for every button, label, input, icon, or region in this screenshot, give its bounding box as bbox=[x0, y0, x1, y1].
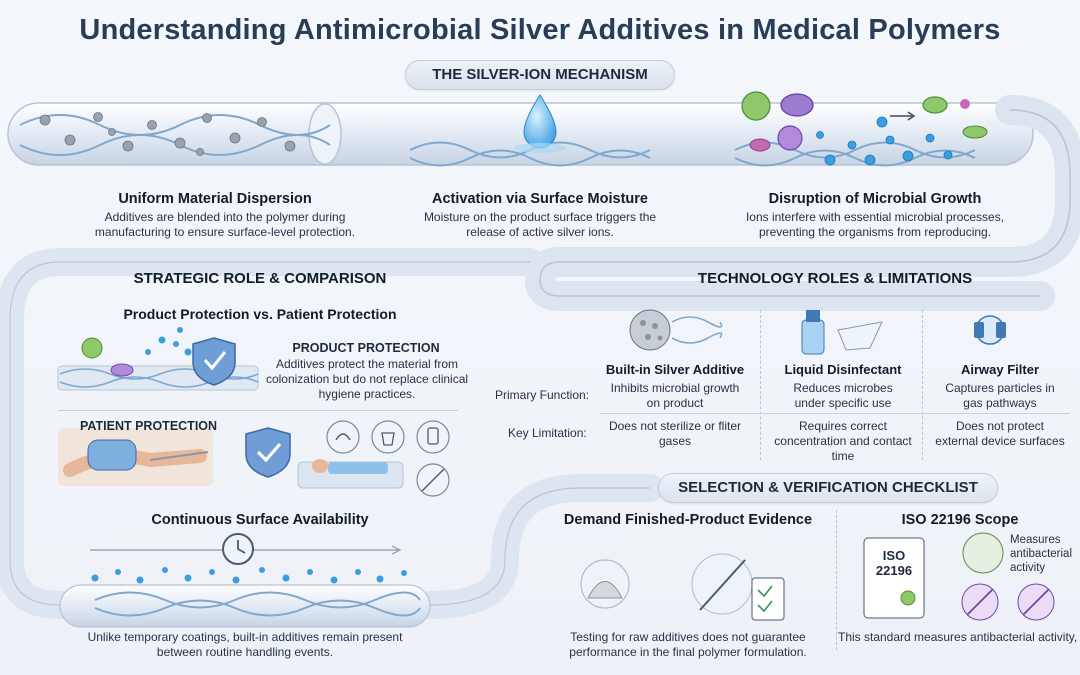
product-protection-title: PRODUCT PROTECTION bbox=[292, 341, 440, 355]
product-protection-text: Additives protect the material from colo… bbox=[265, 357, 469, 401]
strategic-header: STRATEGIC ROLE & COMPARISON bbox=[133, 270, 387, 287]
tech-primary-silver: Inhibits microbial growth on product bbox=[610, 381, 740, 410]
tech-limit-filter: Does not protect external device surface… bbox=[935, 419, 1065, 448]
patient-protection-title: PATIENT PROTECTION bbox=[80, 419, 218, 433]
tech-primary-filter: Captures particles in gas pathways bbox=[945, 381, 1055, 410]
tech-name-disinfectant: Liquid Disinfectant bbox=[784, 362, 902, 377]
iso-measures-text: Measures antibacterial activity bbox=[1010, 534, 1073, 574]
step-text-dispersion: Additives are blended into the polymer d… bbox=[94, 210, 356, 239]
row-label-primary: Primary Function: bbox=[495, 388, 590, 402]
column-divider bbox=[922, 310, 923, 460]
iso-text: This standard measures antibacterial act… bbox=[838, 630, 1080, 644]
technology-header: TECHNOLOGY ROLES & LIMITATIONS bbox=[697, 270, 973, 287]
checklist-header: SELECTION & VERIFICATION CHECKLIST bbox=[658, 473, 998, 503]
tech-name-filter: Airway Filter bbox=[960, 362, 1040, 377]
continuous-text: Unlike temporary coatings, built-in addi… bbox=[87, 630, 403, 659]
divider bbox=[58, 410, 458, 411]
continuous-title: Continuous Surface Availability bbox=[151, 512, 369, 528]
column-divider bbox=[760, 310, 761, 460]
strategic-subheader: Product Protection vs. Patient Protectio… bbox=[123, 306, 397, 322]
evidence-text: Testing for raw additives does not guara… bbox=[569, 630, 807, 659]
column-divider bbox=[836, 510, 837, 650]
step-text-activation: Moisture on the product surface triggers… bbox=[423, 210, 657, 239]
evidence-title: Demand Finished-Product Evidence bbox=[563, 512, 813, 528]
tech-limit-silver: Does not sterilize or fliter gases bbox=[608, 419, 742, 448]
tech-name-silver: Built-in Silver Additive bbox=[605, 362, 745, 377]
row-label-limitation: Key Limitation: bbox=[508, 426, 587, 440]
step-title-activation: Activation via Surface Moisture bbox=[432, 191, 648, 207]
microbes-group bbox=[741, 91, 988, 152]
row-divider bbox=[600, 413, 1070, 414]
step-title-disruption: Disruption of Microbial Growth bbox=[768, 191, 982, 207]
iso-document-label: ISO 22196 bbox=[875, 548, 913, 578]
tech-limit-disinfectant: Requires correct concentration and conta… bbox=[774, 419, 912, 463]
iso-title: ISO 22196 Scope bbox=[901, 512, 1019, 528]
tech-primary-disinfectant: Reduces microbes under specific use bbox=[793, 381, 893, 410]
step-text-disruption: Ions interfere with essential microbial … bbox=[745, 210, 1005, 239]
step-title-dispersion: Uniform Material Dispersion bbox=[118, 191, 312, 207]
mechanism-header: THE SILVER-ION MECHANISM bbox=[405, 60, 675, 90]
page-title: Understanding Antimicrobial Silver Addit… bbox=[79, 14, 1001, 46]
